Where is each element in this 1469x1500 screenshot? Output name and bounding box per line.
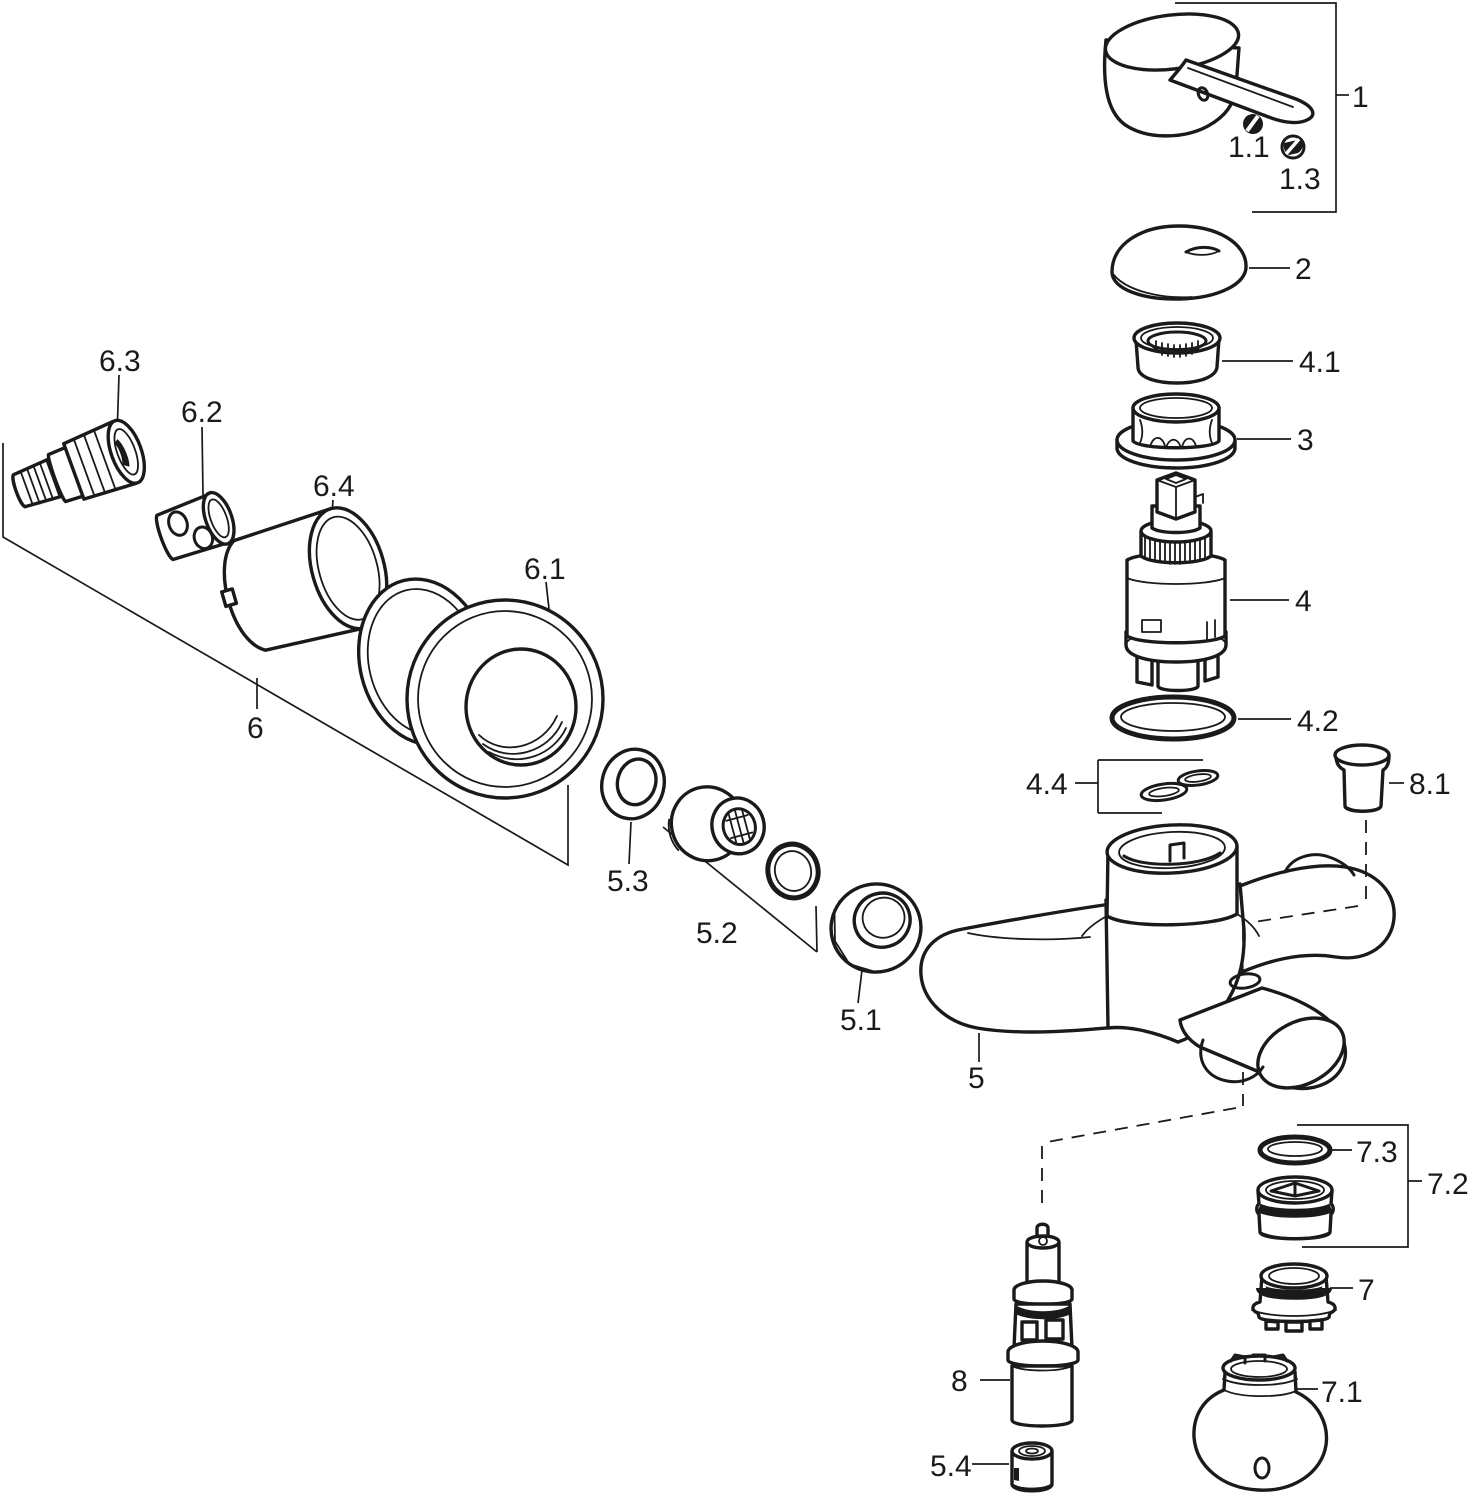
label-part-2: 2 xyxy=(1295,253,1312,286)
part-labels: 1 1.1 1.3 2 4.1 3 4 4.2 4.4 8.1 5 5.1 5.… xyxy=(99,81,1469,1483)
part-5.1-nut-drawing xyxy=(829,882,923,974)
part-7.2-aerator-drawing xyxy=(1255,1175,1335,1241)
part-2-cap-drawing xyxy=(1110,224,1248,301)
label-part-1-1: 1.1 xyxy=(1228,131,1270,164)
part-1-handle-drawing xyxy=(1102,12,1315,138)
part-4.2-o-ring-drawing xyxy=(1109,694,1237,742)
label-part-6-4: 6.4 xyxy=(313,470,355,503)
part-1.3-screw-drawing xyxy=(1280,134,1306,160)
label-part-7-2: 7.2 xyxy=(1427,1168,1469,1201)
label-part-5-3: 5.3 xyxy=(607,865,649,898)
part-7.3-o-ring-drawing xyxy=(1257,1134,1333,1166)
label-part-7-3: 7.3 xyxy=(1356,1136,1398,1169)
label-part-5-4: 5.4 xyxy=(930,1450,972,1483)
label-part-6: 6 xyxy=(247,712,264,745)
label-part-6-2: 6.2 xyxy=(181,396,223,429)
part-6.3-connector-drawing xyxy=(11,418,147,509)
part-3-mounting-ring-drawing xyxy=(1115,392,1237,470)
part-7.1-spout-end-drawing xyxy=(1192,1353,1329,1492)
label-part-5-1: 5.1 xyxy=(840,1004,882,1037)
part-4.4-seal-set-drawing xyxy=(1139,769,1220,803)
assembly-axis-dashed-lines xyxy=(1041,820,1367,1206)
label-part-1-3: 1.3 xyxy=(1279,163,1321,196)
part-5-body-drawing xyxy=(919,823,1396,1091)
label-part-6-1: 6.1 xyxy=(524,553,566,586)
part-7-insert-drawing xyxy=(1251,1262,1337,1333)
part-5.2-check-valve-drawing xyxy=(667,785,821,901)
label-part-4-2: 4.2 xyxy=(1297,705,1339,738)
part-4-cartridge-drawing xyxy=(1124,471,1228,693)
label-part-1: 1 xyxy=(1352,81,1369,114)
label-part-6-3: 6.3 xyxy=(99,345,141,378)
label-part-4-4: 4.4 xyxy=(1026,768,1068,801)
leader-lines xyxy=(2,2,1422,1465)
part-6.1-escutcheon-drawing xyxy=(356,577,605,800)
label-part-3: 3 xyxy=(1297,424,1314,457)
part-8.1-plug-drawing xyxy=(1333,743,1391,813)
part-6.4-sleeve-drawing xyxy=(220,506,389,652)
label-part-8-1: 8.1 xyxy=(1409,768,1451,801)
label-part-4: 4 xyxy=(1295,585,1312,618)
part-1.1-screw-drawing xyxy=(1243,114,1263,134)
part-4.1-bushing-drawing xyxy=(1132,321,1222,385)
label-part-7-1: 7.1 xyxy=(1321,1376,1363,1409)
label-part-7: 7 xyxy=(1358,1274,1375,1307)
label-part-8: 8 xyxy=(951,1365,968,1398)
part-8-diverter-drawing xyxy=(1006,1222,1080,1428)
part-5.4-insert-drawing xyxy=(1010,1441,1054,1493)
part-5.3-washer-drawing xyxy=(600,747,666,821)
label-part-4-1: 4.1 xyxy=(1299,346,1341,379)
label-part-5-2: 5.2 xyxy=(696,917,738,950)
label-part-5: 5 xyxy=(968,1062,985,1095)
part-6.2-insert-drawing xyxy=(154,490,236,562)
